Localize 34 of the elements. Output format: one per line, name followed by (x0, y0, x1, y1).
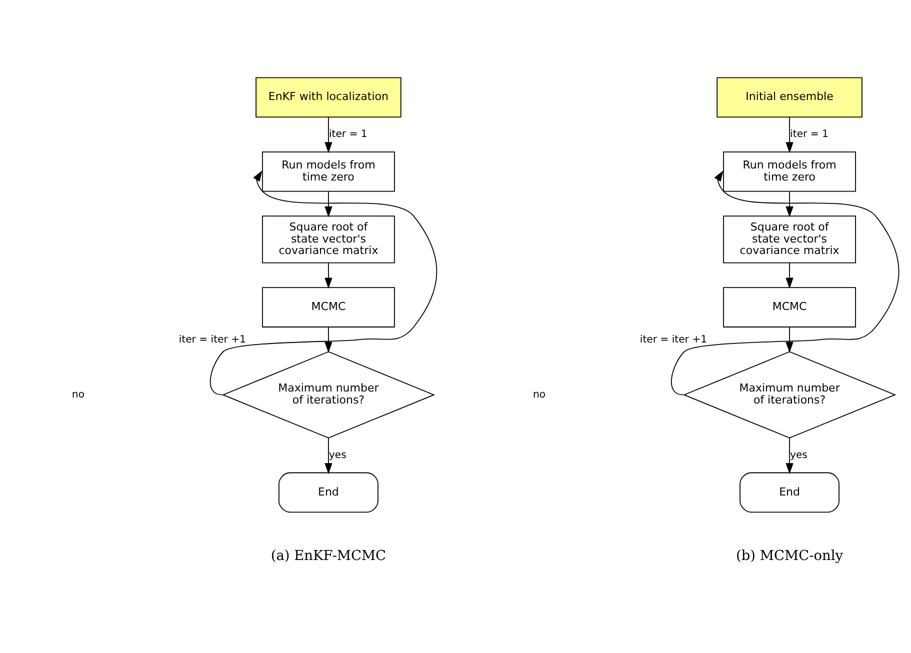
label: (b) MCMC-only (736, 547, 844, 564)
arrow (670, 170, 900, 395)
node-box: Initial ensemble (716, 76, 862, 118)
label: no (533, 388, 546, 400)
node-box: MCMC (262, 286, 395, 327)
arrow (210, 170, 438, 395)
arrow (786, 437, 794, 474)
node-box: Square root of state vector's covariance matrix (723, 215, 856, 263)
arrow (324, 262, 332, 288)
edge-label: iter = 1 (790, 128, 828, 140)
arrow (324, 116, 332, 153)
node-box: Run models from time zero (723, 150, 856, 192)
node-box: End (740, 472, 840, 512)
label: (a) EnKF-MCMC (270, 547, 386, 564)
edge-label: iter = 1 (328, 128, 368, 140)
arrow (786, 116, 794, 153)
node-box: MCMC (723, 286, 856, 327)
node-diamond: Maximum number of iterations? (222, 350, 436, 438)
edge-label: yes (790, 449, 808, 460)
node-box: Square root of state vector's covariance matrix (262, 215, 395, 263)
edge-label: iter = iter +1 (178, 334, 246, 346)
arrow (786, 326, 794, 352)
arrow (324, 190, 332, 217)
node-box: End (278, 472, 378, 512)
arrow (324, 437, 332, 474)
edge-label: yes (328, 449, 346, 460)
arrow (786, 262, 794, 288)
node-box: Run models from time zero (262, 150, 395, 192)
arrow (786, 190, 794, 217)
edge-label: iter = iter +1 (640, 334, 708, 346)
node-diamond: Maximum number of iterations? (682, 350, 896, 438)
node-box: EnKF with localization (256, 76, 402, 118)
label: no (72, 388, 84, 400)
arrow (324, 326, 332, 352)
